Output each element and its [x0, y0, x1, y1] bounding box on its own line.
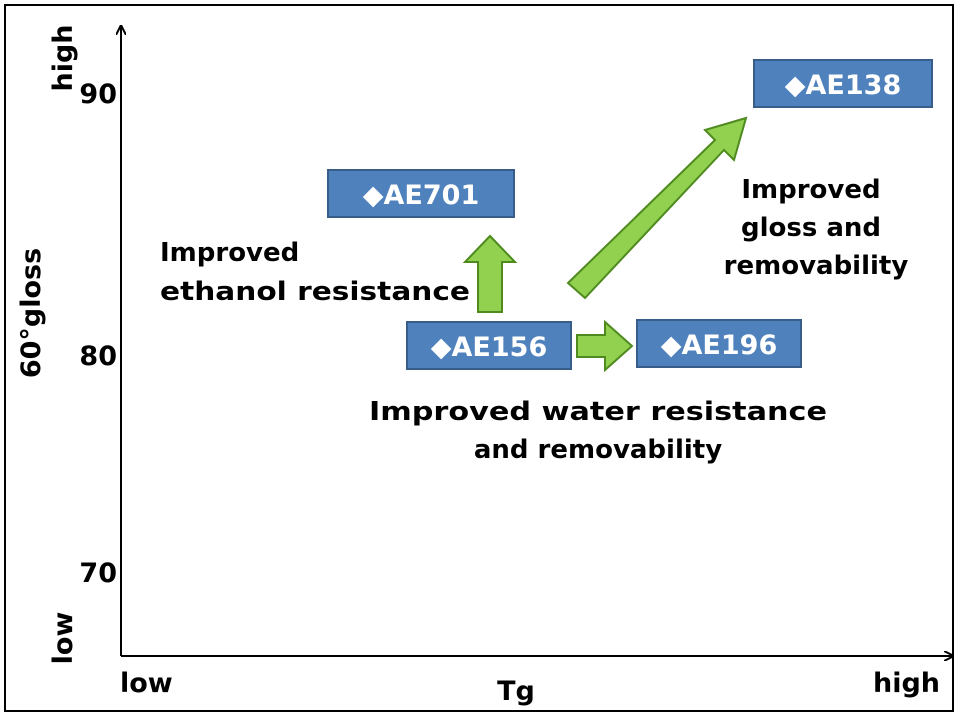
point-ae138: ◆AE138	[753, 59, 933, 108]
point-ae156: ◆AE156	[406, 321, 572, 370]
point-label-ae138: ◆AE138	[785, 70, 901, 101]
x-axis-title: Tg	[497, 676, 535, 707]
chart-frame	[4, 4, 954, 712]
annotation-gloss-line-1: Improved	[741, 175, 880, 205]
arrow-ae156-to-ae196	[576, 319, 634, 373]
annotation-gloss: Improved gloss and removability	[724, 175, 909, 281]
arrow-ae156-to-ae138	[566, 116, 748, 300]
point-label-ae196: ◆AE196	[661, 330, 777, 361]
annotation-gloss-line-2: gloss and	[741, 213, 881, 243]
y-axis-high-label: high	[48, 24, 79, 91]
y-axis-title: 60°gloss	[16, 248, 47, 378]
point-label-ae701: ◆AE701	[363, 180, 479, 211]
annotation-gloss-line-3: removability	[724, 251, 909, 281]
annotation-ethanol-line-1: Improved	[160, 238, 299, 268]
x-axis-low-label: low	[120, 668, 173, 699]
y-axis-low-label: low	[48, 612, 79, 665]
annotation-water: Improved water resistance and removabili…	[369, 397, 827, 465]
point-label-ae156: ◆AE156	[431, 332, 547, 363]
point-ae701: ◆AE701	[327, 169, 515, 218]
annotation-water-line-2: and removability	[474, 435, 722, 465]
y-tick-label-90: 90	[79, 79, 117, 110]
point-ae196: ◆AE196	[636, 319, 802, 368]
annotation-ethanol: Improved ethanol resistance	[160, 238, 470, 307]
arrow-ae156-to-ae701	[462, 234, 518, 313]
x-axis-high-label: high	[873, 668, 940, 699]
y-tick-label-70: 70	[79, 558, 117, 589]
y-tick-label-80: 80	[79, 341, 117, 372]
annotation-water-line-1: Improved water resistance	[369, 397, 827, 427]
annotation-ethanol-line-2: ethanol resistance	[160, 277, 470, 307]
